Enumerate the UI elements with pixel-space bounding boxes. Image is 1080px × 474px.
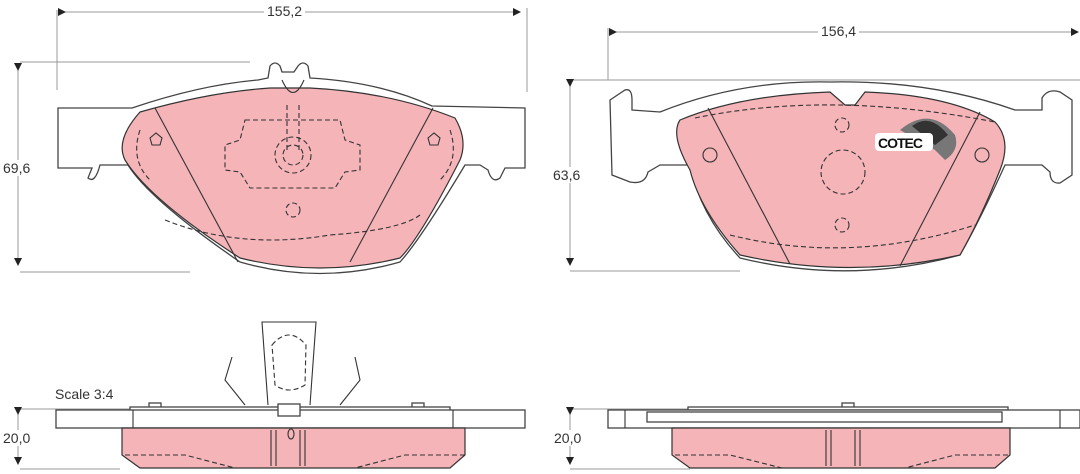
width-dimension-1: 155,2	[264, 3, 306, 19]
brake-pad-front-view-2: COTEC	[609, 81, 1073, 272]
brake-pad-side-view-2	[566, 402, 1080, 470]
brake-pad-side-view-1	[14, 321, 526, 470]
width-dimension-2: 156,4	[818, 23, 860, 39]
height-dimension-1: 69,6	[0, 160, 34, 176]
thickness-dimension-2: 20,0	[551, 430, 585, 446]
scale-label: Scale 3:4	[55, 386, 114, 402]
height-dimension-2: 63,6	[550, 167, 584, 183]
brake-pad-front-view-1	[57, 62, 526, 275]
cotec-logo: COTEC	[875, 118, 957, 160]
svg-text:COTEC: COTEC	[878, 135, 923, 151]
thickness-dimension-1: 20,0	[0, 430, 34, 446]
